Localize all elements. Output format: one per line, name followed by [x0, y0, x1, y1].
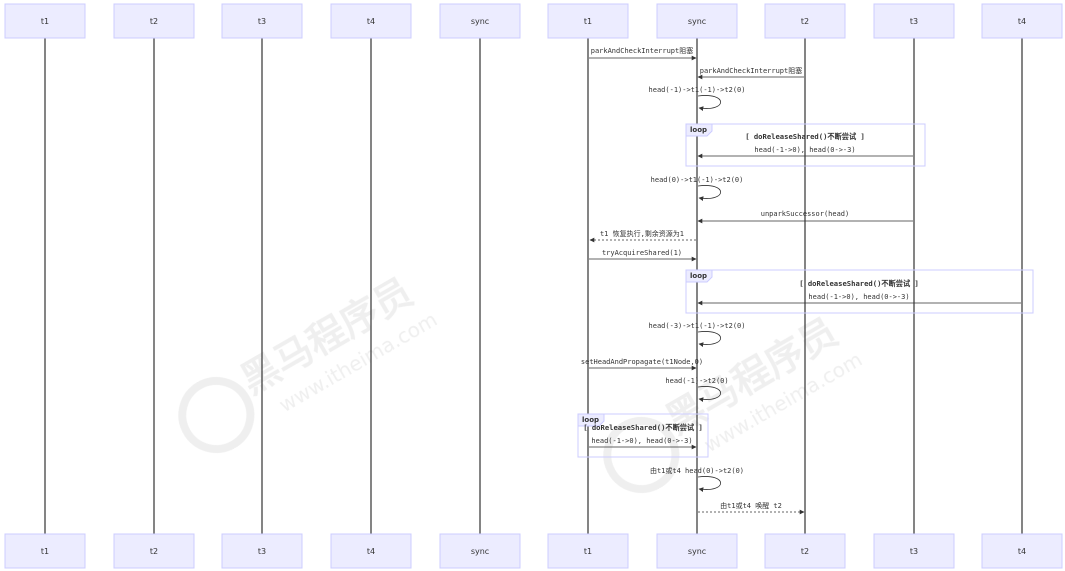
message-label: tryAcquireShared(1) [602, 249, 682, 257]
watermark-logo-icon [603, 417, 680, 493]
message-arrow [697, 476, 721, 492]
actor-t4: t4 [981, 533, 1063, 569]
actor-t4: t4 [330, 533, 412, 569]
message-arrow [697, 386, 721, 402]
loop-condition: [ doReleaseShared()不断尝试 ] [583, 423, 703, 432]
message-label: head(-1->0), head(0->-3) [591, 437, 692, 445]
actor-label: sync [688, 17, 706, 26]
lifelines [44, 38, 1023, 534]
actor-t1: t1 [547, 3, 629, 39]
actor-label: t2 [150, 17, 158, 26]
message-arrow [697, 185, 721, 201]
message: parkAndCheckInterrupt阻塞 [697, 66, 804, 80]
actor-label: t3 [258, 17, 266, 26]
actor-label: sync [688, 547, 706, 556]
message: parkAndCheckInterrupt阻塞 [589, 46, 697, 61]
message: head(0)->t1(-1)->t2(0) [651, 176, 744, 201]
loop-condition: [ doReleaseShared()不断尝试 ] [799, 279, 919, 288]
message: t1 恢复执行,剩余资源为1 [589, 229, 696, 243]
actor-t2: t2 [113, 533, 195, 569]
message: head(-1->0), head(0->-3) [697, 146, 913, 159]
actor-t3: t3 [873, 533, 955, 569]
actor-label: t1 [584, 547, 592, 556]
actor-label: t2 [801, 17, 809, 26]
actors-bottom: t1 t2 t3 t4 sync t1 sync t2 t3 t4 [4, 533, 1063, 569]
message: 由t1或t4 唤醒 t2 [698, 501, 805, 515]
message: head(-1)->t2(0) [665, 377, 729, 402]
loop-frame: loop [ doReleaseShared()不断尝试 ] [685, 269, 1034, 314]
actor-label: t3 [910, 17, 918, 26]
loop-condition: [ doReleaseShared()不断尝试 ] [745, 132, 865, 141]
message-label: parkAndCheckInterrupt阻塞 [700, 66, 803, 75]
actor-label: t1 [41, 17, 49, 26]
message: 由t1或t4 head(0)->t2(0) [650, 466, 744, 492]
message: head(-1->0), head(0->-3) [697, 293, 1021, 306]
message: unparkSuccessor(head) [697, 210, 913, 224]
actor-label: t2 [150, 547, 158, 556]
actor-label: t4 [1018, 547, 1026, 556]
loop-label: loop [582, 416, 599, 424]
message-arrow [697, 95, 721, 111]
message-label: parkAndCheckInterrupt阻塞 [591, 46, 694, 55]
loop-frame: loop [ doReleaseShared()不断尝试 ] [577, 413, 709, 458]
message-label: head(-1)->t2(0) [665, 377, 728, 385]
actor-t3: t3 [221, 3, 303, 39]
actor-t4: t4 [981, 3, 1063, 39]
message-label: 由t1或t4 唤醒 t2 [720, 501, 782, 510]
actor-label: t3 [910, 547, 918, 556]
message: tryAcquireShared(1) [589, 249, 697, 262]
loop-frame: loop [ doReleaseShared()不断尝试 ] [685, 123, 926, 167]
actor-t1: t1 [4, 3, 86, 39]
message-label: head(0)->t1(-1)->t2(0) [651, 176, 744, 184]
actor-label: t2 [801, 547, 809, 556]
messages: parkAndCheckInterrupt阻塞 parkAndCheckInte… [581, 46, 1021, 515]
message: head(-1->0), head(0->-3) [589, 437, 697, 450]
actor-label: sync [471, 547, 489, 556]
loop-label: loop [690, 126, 707, 134]
watermark: 黑马程序员 www.itheima.com 黑马程序员 www.itheima.… [178, 270, 866, 493]
actor-sync: sync [656, 3, 738, 39]
message: head(-1)->t1(-1)->t2(0) [649, 86, 746, 111]
actor-sync: sync [656, 533, 738, 569]
actor-t2: t2 [113, 3, 195, 39]
actor-sync: sync [439, 3, 521, 39]
actor-t1: t1 [4, 533, 86, 569]
actors-top: t1 t2 t3 t4 sync t1 sync t2 t3 t4 [4, 3, 1063, 39]
actor-label: t4 [1018, 17, 1026, 26]
message: head(-3)->t1(-1)->t2(0) [649, 322, 746, 347]
actor-label: t4 [367, 547, 375, 556]
actor-label: t3 [258, 547, 266, 556]
actor-label: t1 [584, 17, 592, 26]
actor-t4: t4 [330, 3, 412, 39]
message-label: t1 恢复执行,剩余资源为1 [600, 229, 684, 238]
actor-label: sync [471, 17, 489, 26]
message-label: head(-1->0), head(0->-3) [808, 293, 909, 301]
watermark-logo-icon [178, 377, 255, 453]
actor-t3: t3 [873, 3, 955, 39]
actor-t2: t2 [764, 533, 846, 569]
message: setHeadAndPropagate(t1Node,0) [581, 358, 703, 371]
message-arrow [697, 331, 721, 347]
loop-label: loop [690, 272, 707, 280]
actor-label: t1 [41, 547, 49, 556]
message-label: setHeadAndPropagate(t1Node,0) [581, 358, 703, 366]
actor-label: t4 [367, 17, 375, 26]
actor-t3: t3 [221, 533, 303, 569]
actor-sync: sync [439, 533, 521, 569]
message-label: unparkSuccessor(head) [761, 210, 850, 218]
message-label: head(-3)->t1(-1)->t2(0) [649, 322, 746, 330]
message-label: head(-1->0), head(0->-3) [754, 146, 855, 154]
message-label: head(-1)->t1(-1)->t2(0) [649, 86, 746, 94]
message-label: 由t1或t4 head(0)->t2(0) [650, 466, 744, 475]
actor-t2: t2 [764, 3, 846, 39]
actor-t1: t1 [547, 533, 629, 569]
